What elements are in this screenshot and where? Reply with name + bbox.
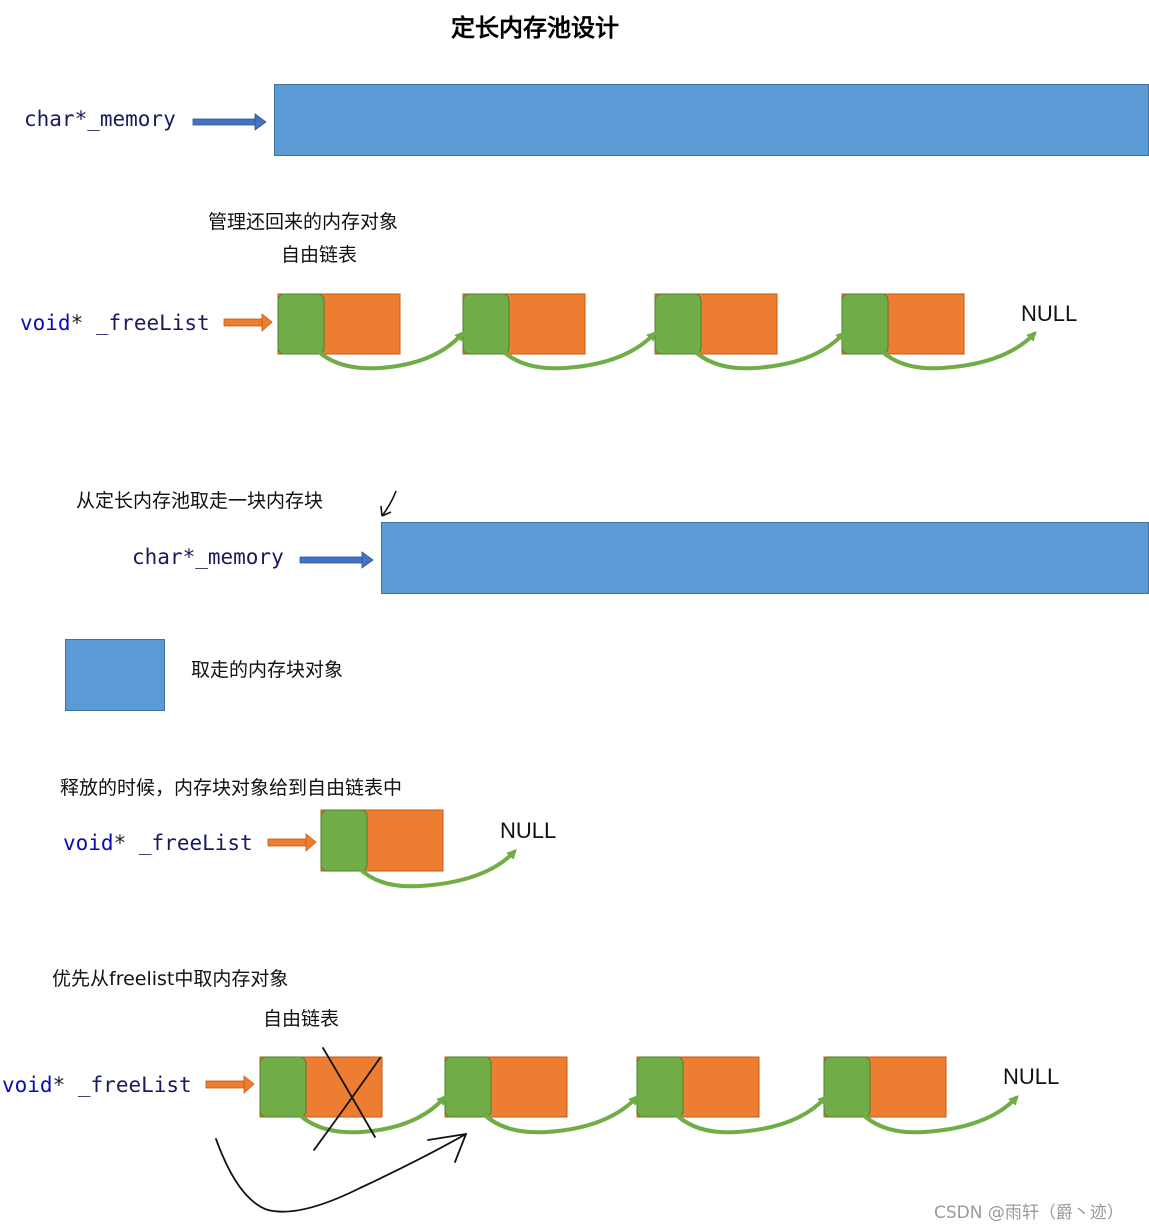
- next-arrow: [675, 322, 846, 371]
- null-label-3: NULL: [1003, 1064, 1060, 1089]
- freelist-pointer-label-3: void* _freeList: [2, 1073, 192, 1097]
- release-label: 释放的时候，内存块对象给到自由链表中: [60, 777, 403, 799]
- free-list-node: [444, 1056, 568, 1118]
- free-list-node: [277, 293, 401, 355]
- handwritten-relink-arrow: [215, 1133, 467, 1213]
- prefer-freelist-label: 优先从freelist中取内存对象: [52, 968, 289, 990]
- pointer-arrow-blue: [299, 551, 374, 569]
- next-arrow: [280, 1086, 447, 1135]
- next-arrow: [844, 1086, 1019, 1135]
- free-list-node: [320, 809, 444, 872]
- next-arrow: [298, 322, 465, 371]
- pointer-arrow-orange: [205, 1075, 255, 1094]
- page-title: 定长内存池设计: [451, 14, 619, 42]
- free-list-node: [636, 1056, 760, 1118]
- cross-out-mark: [313, 1047, 381, 1151]
- freelist-pointer-label-2: void* _freeList: [63, 831, 253, 855]
- free-list-node: [841, 293, 965, 355]
- handwritten-pointer-mark: [380, 490, 397, 517]
- free-list-node: [654, 293, 778, 355]
- free-list-label: 自由链表: [281, 244, 358, 266]
- pointer-arrow-orange: [223, 313, 273, 332]
- free-list-node: [462, 293, 586, 355]
- free-list-node: [823, 1056, 947, 1118]
- next-arrow: [341, 840, 517, 889]
- next-arrow: [862, 322, 1037, 371]
- memory-pointer-label-2: char*_memory: [132, 545, 284, 569]
- memory-pointer-label: char*_memory: [24, 107, 176, 131]
- take-block-label: 从定长内存池取走一块内存块: [76, 490, 324, 512]
- taken-object-label: 取走的内存块对象: [191, 659, 344, 681]
- pointer-arrow-blue: [192, 113, 267, 131]
- null-label: NULL: [1021, 301, 1078, 326]
- free-list-label-2: 自由链表: [263, 1008, 340, 1030]
- pointer-arrow-orange: [267, 833, 317, 852]
- watermark: CSDN @雨轩（爵丶迹）: [934, 1203, 1124, 1223]
- taken-memory-object: [65, 639, 165, 711]
- next-arrow: [465, 1086, 639, 1135]
- manage-returned-label: 管理还回来的内存对象: [208, 211, 399, 233]
- freelist-pointer-label: void* _freeList: [20, 311, 210, 335]
- free-list-node: [259, 1056, 383, 1118]
- next-arrow: [483, 322, 657, 371]
- memory-pool-remaining-block: [381, 522, 1149, 594]
- null-label-2: NULL: [500, 818, 557, 843]
- next-arrow: [657, 1086, 828, 1135]
